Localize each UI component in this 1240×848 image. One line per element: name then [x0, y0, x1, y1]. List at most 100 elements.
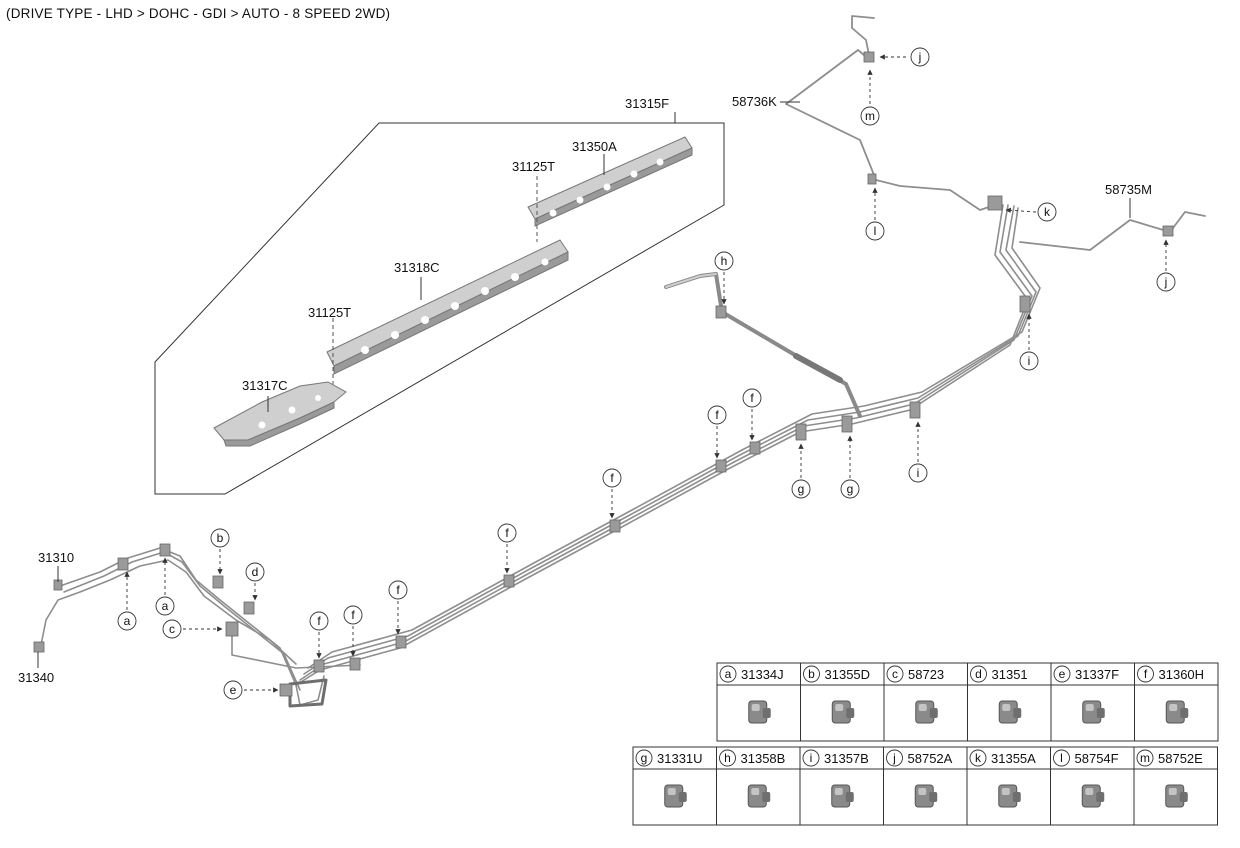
- legend-letter: a: [725, 667, 732, 681]
- clip-i: [1019, 295, 1031, 313]
- legend-part-number: 31355A: [991, 751, 1036, 766]
- legend-letter: l: [1060, 751, 1063, 765]
- label-58736K: 58736K: [732, 94, 777, 109]
- legend-part-number: 58754F: [1075, 751, 1119, 766]
- legend-letter: g: [641, 751, 648, 765]
- svg-text:f: f: [715, 408, 719, 422]
- part-illustration-b: [831, 700, 855, 724]
- clip-f: [313, 659, 325, 673]
- legend-part-number: 31360H: [1159, 667, 1205, 682]
- svg-text:l: l: [874, 224, 877, 238]
- connector-31340: [33, 641, 45, 653]
- svg-text:i: i: [917, 466, 920, 480]
- legend-letter-circle: [1136, 749, 1154, 767]
- callout-g: [840, 479, 860, 499]
- svg-text:e: e: [230, 683, 237, 697]
- part-illustration-c: [915, 700, 938, 724]
- legend-part-number: 31358B: [741, 751, 786, 766]
- callout-m: [860, 106, 880, 126]
- legend-cell-a: a 31334J: [716, 662, 801, 742]
- legend-letter: i: [810, 751, 813, 765]
- legend-letter-circle: [635, 749, 653, 767]
- legend-part-number: 31351: [992, 667, 1028, 682]
- clip-g: [841, 415, 853, 433]
- svg-text:m: m: [865, 109, 875, 123]
- legend-letter-circle: [970, 665, 987, 683]
- svg-text:h: h: [721, 254, 728, 268]
- label-31310: 31310: [38, 550, 74, 565]
- label-58735M: 58735M: [1105, 182, 1152, 197]
- clip-g: [795, 423, 807, 441]
- label-31350A: 31350A: [572, 139, 617, 154]
- clip-a: [159, 543, 171, 557]
- legend-part-number: 58752E: [1158, 751, 1203, 766]
- legend-letter-circle: [719, 749, 736, 767]
- label-31315F: 31315F: [625, 96, 669, 111]
- label-31340: 31340: [18, 670, 54, 685]
- clip-e: [279, 683, 293, 697]
- clip-j: [1162, 225, 1174, 237]
- part-illustration-a: [748, 700, 771, 724]
- heat-protector-31318C: [326, 239, 569, 375]
- clip-i: [909, 401, 921, 419]
- callout-g: [791, 479, 811, 499]
- label-31317C: 31317C: [242, 378, 288, 393]
- svg-text:j: j: [918, 50, 922, 64]
- legend-part-number: 31334J: [741, 667, 784, 682]
- part-illustration-m: [1165, 784, 1188, 808]
- part-illustration-f: [1165, 700, 1189, 724]
- svg-text:f: f: [505, 526, 509, 540]
- legend-letter-circle: [719, 665, 737, 683]
- clip-d: [243, 601, 255, 615]
- svg-text:b: b: [217, 531, 224, 545]
- legend-letter: j: [892, 751, 896, 765]
- svg-text:j: j: [1164, 275, 1168, 289]
- legend-letter-circle: [1137, 665, 1154, 683]
- clip-b: [212, 575, 224, 589]
- clip-l: [867, 173, 877, 185]
- svg-text:k: k: [1044, 205, 1051, 219]
- svg-text:c: c: [169, 622, 175, 636]
- svg-text:f: f: [351, 608, 355, 622]
- legend-letter: c: [892, 667, 898, 681]
- clip-f: [395, 635, 407, 649]
- callout-d: [245, 562, 265, 582]
- svg-text:a: a: [162, 599, 169, 613]
- callout-l: [865, 221, 885, 241]
- clips: [33, 51, 1174, 697]
- legend-letter: h: [724, 751, 731, 765]
- callout-i: [908, 463, 928, 483]
- legend-letter-circle: [1053, 665, 1071, 683]
- clip-a: [117, 557, 129, 571]
- part-illustration-l: [1081, 784, 1105, 808]
- legend-letter-circle: [803, 665, 820, 683]
- group-outline: [154, 122, 725, 495]
- part-illustration-d: [998, 700, 1022, 724]
- clip-c: [225, 621, 239, 637]
- legend-letter-circle: [886, 665, 904, 683]
- legend-cell-h: h 31358B: [716, 746, 801, 826]
- clip-f: [715, 459, 727, 473]
- svg-text:i: i: [1028, 354, 1031, 368]
- callout-f: [309, 611, 329, 631]
- svg-text:a: a: [124, 614, 131, 628]
- legend-part-number: 31355D: [825, 667, 871, 682]
- legend-letter-circle: [1053, 749, 1070, 767]
- legend-part-number: 58723: [908, 667, 944, 682]
- label-31125T-top: 31125T: [512, 159, 555, 174]
- clip-h: [715, 305, 727, 319]
- legend-cell-c: c 58723: [883, 662, 968, 742]
- callouts: j m k l j h i i f f g g: [117, 47, 1176, 700]
- svg-text:f: f: [750, 391, 754, 405]
- callout-i: [1019, 351, 1039, 371]
